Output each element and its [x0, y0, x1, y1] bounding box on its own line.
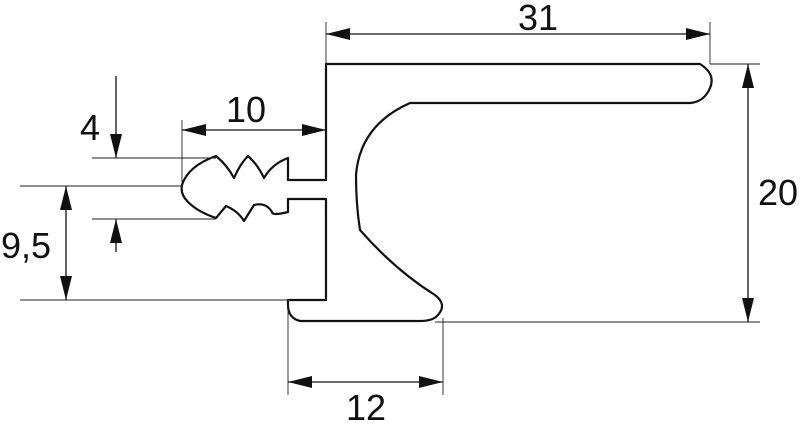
arrow-height-right-bottom	[742, 298, 754, 322]
label-tongue: 10	[226, 89, 266, 130]
arrow-tongue-right	[302, 124, 326, 136]
arrow-width-top-right	[686, 28, 710, 40]
arrow-foot-right	[419, 376, 443, 388]
arrow-barb-top	[110, 134, 122, 158]
label-barb: 4	[80, 107, 100, 148]
label-width-top: 31	[518, 0, 558, 38]
profile-outline	[180, 62, 713, 323]
arrow-height-right-top	[742, 64, 754, 88]
label-lower: 9,5	[1, 225, 51, 266]
arrow-lower-bottom	[60, 276, 72, 300]
arrow-tongue-left	[182, 124, 206, 136]
arrow-width-top-left	[326, 28, 350, 40]
arrow-barb-bottom	[110, 219, 122, 243]
arrow-lower-top	[60, 186, 72, 210]
label-foot: 12	[346, 387, 386, 424]
label-height-right: 20	[758, 172, 798, 213]
arrow-foot-left	[288, 376, 312, 388]
